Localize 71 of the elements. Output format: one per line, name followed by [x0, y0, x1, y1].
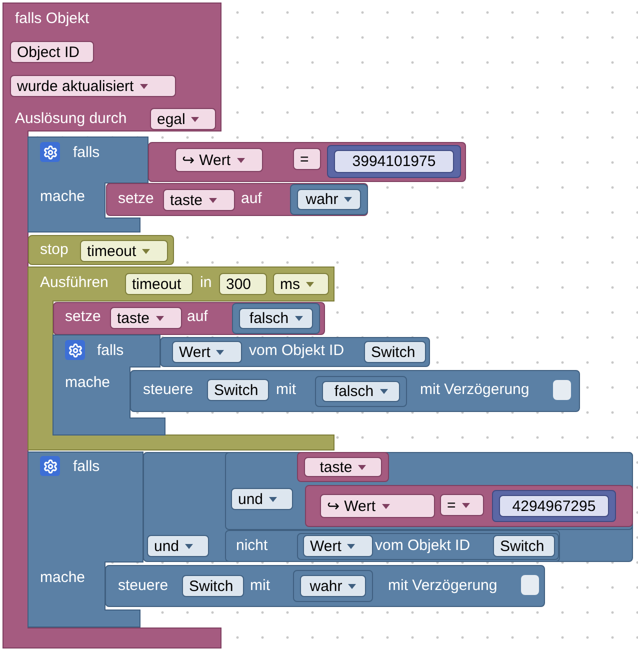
block-label: vom Objekt ID	[375, 537, 470, 555]
block-label: mache	[40, 569, 86, 587]
dropdown: taste	[304, 457, 382, 477]
block-label: setze	[65, 308, 101, 326]
block-label: Ausführen	[40, 274, 108, 292]
dropdown: ↪ Wert	[175, 148, 263, 172]
dropdown: und	[231, 488, 293, 510]
text-field: 300	[219, 273, 267, 295]
block	[53, 302, 325, 335]
dropdown: ms	[273, 273, 329, 295]
dropdown: und	[147, 535, 209, 557]
block-label: stop	[40, 241, 68, 259]
block-label: mit Verzögerung	[420, 381, 530, 399]
block	[28, 235, 174, 265]
text-field: Switch	[182, 575, 244, 597]
operator-block	[143, 452, 633, 562]
block-label: steuere	[118, 577, 168, 595]
dropdown: timeout	[80, 240, 168, 262]
value-block	[232, 303, 320, 334]
block-label: mit	[250, 577, 270, 595]
operator-block	[225, 452, 633, 530]
value-block	[293, 570, 373, 602]
value-block	[290, 184, 368, 215]
block-label: nicht	[236, 537, 268, 555]
block-label: auf	[241, 190, 262, 208]
dropdown: taste	[163, 189, 235, 211]
block	[160, 337, 430, 367]
block-label: falls	[97, 342, 124, 360]
value-field: 4294967295	[499, 495, 609, 517]
dropdown: falsch	[239, 308, 313, 329]
dropdown: wurde aktualisiert	[10, 75, 176, 97]
block-label: in	[200, 274, 212, 292]
dropdown: wahr	[300, 575, 366, 597]
value-block	[327, 145, 461, 178]
value-block	[315, 376, 407, 407]
block	[225, 530, 560, 562]
block-label: vom Objekt ID	[249, 342, 344, 360]
block	[105, 565, 545, 607]
value-block	[297, 452, 389, 482]
dropdown: falsch	[322, 381, 400, 402]
text-field: Switch	[364, 341, 426, 363]
block-label: mache	[40, 188, 86, 206]
block	[130, 370, 580, 412]
block	[106, 183, 368, 216]
block-label: falls Objekt	[15, 10, 90, 28]
dropdown: Wert	[303, 535, 373, 557]
block-label: setze	[118, 190, 154, 208]
block	[297, 533, 559, 560]
dropdown: egal	[150, 108, 216, 130]
dropdown: wahr	[297, 189, 361, 210]
text-field: Object ID	[10, 41, 94, 63]
dropdown: taste	[110, 307, 182, 329]
block-label: auf	[187, 308, 208, 326]
block-label: falls	[73, 144, 100, 162]
operator-block	[305, 485, 633, 527]
operator-block	[148, 142, 466, 182]
dropdown: Wert	[172, 341, 242, 363]
value-field: 3994101975	[334, 150, 454, 173]
text-field: Switch	[493, 535, 555, 557]
dropdown: ↪ Wert	[320, 494, 435, 518]
value-block	[492, 490, 616, 522]
text-field: timeout	[125, 273, 193, 295]
block-label: falls	[73, 458, 100, 476]
block-label: steuere	[143, 381, 194, 399]
text-field: Switch	[207, 379, 269, 401]
block-label: mache	[65, 374, 110, 392]
block-label: mit Verzögerung	[388, 577, 498, 595]
dropdown: =	[440, 494, 484, 516]
dropdown: =	[293, 148, 321, 170]
block-label: mit	[276, 381, 296, 399]
block-label: Auslösung durch	[15, 110, 127, 128]
